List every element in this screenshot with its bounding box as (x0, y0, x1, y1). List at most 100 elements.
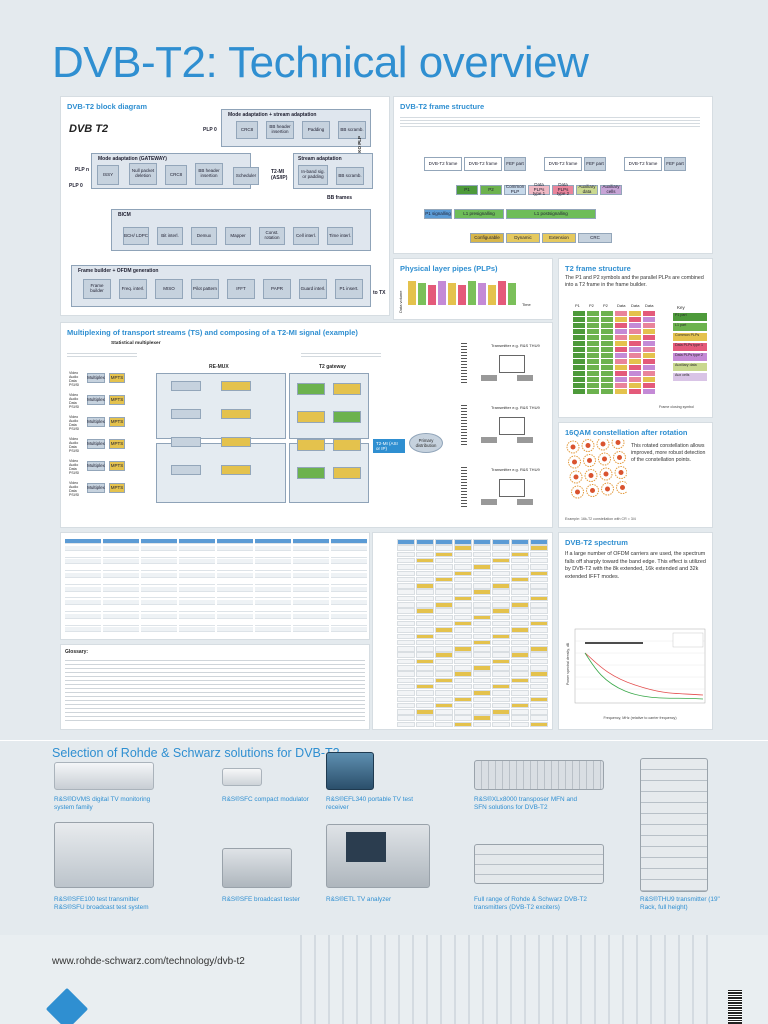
fft-cell (492, 557, 510, 564)
ofdm-cell (141, 552, 177, 558)
footer-url[interactable]: www.rohde-schwarz.com/technology/dvb-t2 (52, 956, 245, 967)
frame-cell: DVB-T2 frame (624, 157, 662, 171)
ofdm-cell (103, 559, 139, 565)
fft-cell (530, 690, 548, 696)
null-packet-block: Null packet deletion (129, 163, 157, 185)
frame-detail-cell: Auxiliary data (576, 184, 598, 195)
t2-cell (629, 371, 641, 376)
fft-cell (454, 576, 472, 583)
t2-cell (573, 371, 585, 376)
fft-cell (397, 690, 415, 696)
ofdm-cell (65, 627, 101, 633)
fft-cell (416, 564, 434, 570)
plp-bar (478, 283, 486, 305)
fft-cell (492, 633, 510, 639)
multiplex-block: Multiplex (87, 395, 105, 405)
exciter-image (474, 844, 604, 884)
fft-cell (530, 595, 548, 602)
fft-cell (454, 683, 472, 690)
fft-cell (511, 633, 529, 639)
glossary-text (65, 657, 365, 723)
ofdm-cell (103, 545, 139, 551)
fft-cell (492, 545, 510, 551)
spectrum-heading: DVB-T2 spectrum (565, 538, 628, 547)
ts-label: Data (69, 379, 77, 383)
qam-point (600, 441, 606, 447)
plp0-top-label: PLP 0 (203, 127, 217, 133)
xlx8000-image (474, 760, 604, 790)
fft-cell (454, 620, 472, 627)
bicm-block: Mapper (225, 227, 251, 245)
ts-label: Data (69, 489, 77, 493)
gateway-inner (333, 383, 361, 395)
frame-cell: DVB-T2 frame (464, 157, 502, 171)
fft-cell (511, 557, 529, 564)
fft-cell (416, 639, 434, 646)
footer-stripe (482, 935, 484, 1024)
t2-cell (629, 329, 641, 334)
analyzer-icon (481, 499, 497, 505)
fft-cell (416, 583, 434, 589)
fft-cell (435, 665, 453, 671)
fft-cell (511, 715, 529, 721)
fft-cell (435, 570, 453, 576)
fft-cell (416, 671, 434, 677)
qam-point (618, 470, 624, 475)
gateway-inner (297, 467, 325, 479)
t2-cell (601, 383, 613, 388)
fft-cell (454, 564, 472, 570)
mpts-block: MPTS (109, 483, 125, 493)
fft-cell (492, 608, 510, 614)
ofdm-cell (217, 627, 253, 633)
footer-stripe (356, 935, 358, 1024)
qam-panel: 16QAM constellation after rotation This … (558, 422, 713, 528)
fft-cell (530, 671, 548, 677)
ofdm-cell (141, 573, 177, 578)
qam-point (570, 444, 576, 450)
ofdm-cell (179, 593, 215, 599)
multiplex-block: Multiplex (87, 483, 105, 493)
t2-cell (587, 365, 599, 370)
footer-stripe (524, 935, 526, 1024)
t2-cell (643, 323, 655, 328)
fft-cell (454, 557, 472, 564)
fft-cell (473, 709, 491, 715)
fft-cell (454, 545, 472, 551)
fft-cell (435, 564, 453, 570)
ofdm-cell (255, 607, 291, 612)
fft-cell (492, 639, 510, 646)
t2-cell (601, 353, 613, 358)
ofdm-cell (293, 593, 329, 599)
ofdm-cell (217, 545, 253, 551)
fft-cell (416, 551, 434, 558)
frame-detail-cell: Common PLP (504, 184, 526, 195)
qam-point (615, 440, 621, 445)
footer-stripe (468, 935, 470, 1024)
footer-stripe (314, 935, 316, 1024)
ofdm-cell (217, 600, 253, 606)
frame-block: Freq. interl. (119, 279, 147, 299)
bb-frames-label: BB frames (327, 195, 353, 201)
ofdm-cell (179, 539, 215, 544)
fft-cell (435, 614, 453, 621)
t2-cell (615, 341, 627, 346)
qam-point (605, 486, 610, 492)
plp-xlabel: Time (522, 302, 531, 307)
plp-heading: Physical layer pipes (PLPs) (400, 264, 498, 273)
fft-cell (454, 595, 472, 602)
fft-cell (511, 671, 529, 677)
fft-cell (530, 557, 548, 564)
fft-cell (530, 652, 548, 658)
t2-caption: Frame closing symbol (659, 405, 694, 409)
fft-cell (511, 721, 529, 728)
house-icon (499, 417, 525, 435)
fft-cell (416, 627, 434, 633)
t2-cell (615, 329, 627, 334)
fft-cell (511, 589, 529, 595)
fft-cell (397, 677, 415, 684)
plp-bar (488, 285, 496, 305)
gateway-inner (333, 411, 361, 423)
fft-cell (511, 602, 529, 608)
fft-cell (492, 658, 510, 665)
product-label-1: R&S®DVMS digital TV monitoring system fa… (54, 796, 151, 811)
